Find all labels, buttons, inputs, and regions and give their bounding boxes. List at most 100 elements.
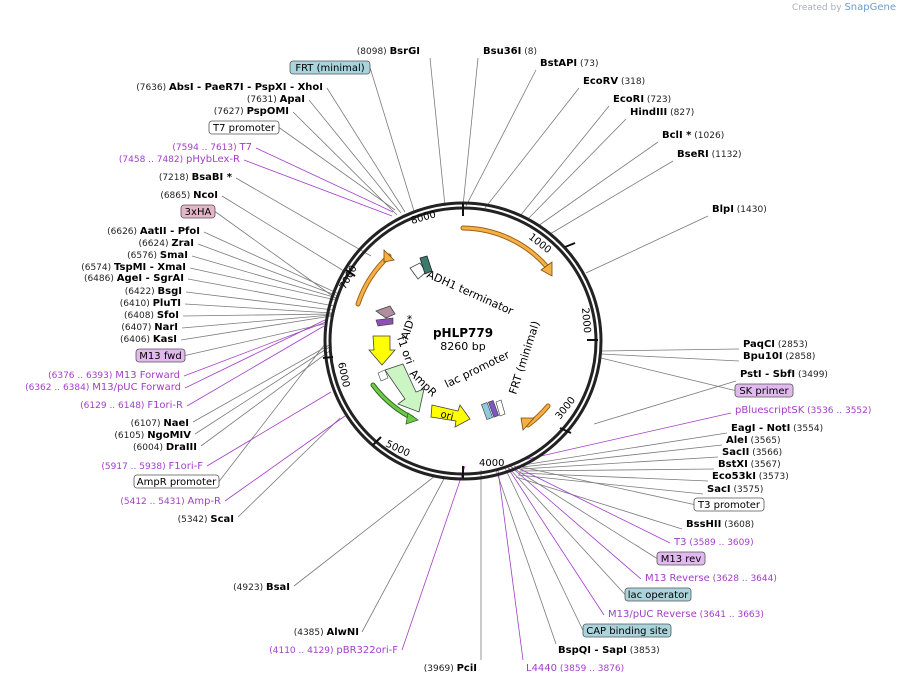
- primer-leader-ampr: [224, 415, 346, 502]
- leader-lines: [180, 57, 740, 661]
- primer-label-f1orir: (6129 .. 6148) F1ori-R: [80, 400, 183, 411]
- feature-box-label-m13revbox: M13 rev: [661, 554, 702, 565]
- site-label-apai: (7631) ApaI: [247, 94, 305, 105]
- primer-label-t3: T3 (3589 .. 3609): [673, 537, 754, 548]
- leader-alei: [521, 444, 723, 468]
- feature-box-t7prom: [208, 120, 280, 135]
- site-label-sacii: SacII (3566): [722, 447, 782, 458]
- leader-smai: [191, 255, 338, 299]
- leader-blpi: [585, 215, 709, 274]
- feature-adh1: [409, 255, 433, 280]
- site-label-drai: (6004) DraIII: [133, 442, 197, 453]
- leader-agei: [187, 278, 335, 307]
- leader-scai: [237, 417, 341, 518]
- site-label-agei: (6486) AgeI - SgrAI: [84, 273, 184, 284]
- tick-6000: 6000: [335, 361, 351, 388]
- primer-leader-f1orir: [186, 325, 325, 407]
- leader-absi: [326, 87, 406, 213]
- site-label-smai: (6576) SmaI: [127, 250, 188, 261]
- leader-bsabi: [235, 177, 372, 257]
- leader-tspmi: [189, 267, 337, 301]
- box-leader-m13fwd: [184, 323, 325, 356]
- site-label-blpi: BlpI (1430): [712, 204, 767, 215]
- primer-leader-pbluesk: [518, 412, 732, 462]
- primer-label-ampr: (5412 .. 5431) Amp-R: [120, 496, 221, 507]
- box-leader-frtmin: [369, 67, 415, 212]
- label-adh1: ADH1 terminator: [425, 268, 516, 318]
- site-label-bsai: (4923) BsaI: [233, 582, 290, 593]
- arrowhead-3000: [520, 417, 535, 431]
- feature-box-label-ha3: 3xHA: [185, 207, 212, 218]
- leader-ecorv: [484, 87, 580, 209]
- leader-aatii: [203, 231, 340, 295]
- box-leader-cap: [504, 467, 584, 631]
- leader-paqci: [600, 348, 740, 352]
- feature-ori: [430, 404, 471, 428]
- leader-bsu36i: [462, 57, 479, 207]
- feature-box-label-m13fwd: M13 fwd: [139, 351, 181, 362]
- leader-eagi: [522, 432, 728, 466]
- site-label-ngomiv: (6105) NgoMIV: [114, 430, 191, 441]
- site-label-naei: (6107) NaeI: [131, 418, 189, 429]
- label-f1ori: f1 ori: [394, 335, 416, 366]
- feature-box-label-frtmin: FRT (minimal): [295, 63, 364, 74]
- box-leader-amprprom: [218, 343, 326, 482]
- primer-leader-pbr322: [401, 465, 466, 651]
- feature-box-label-cap: CAP binding site: [586, 626, 668, 637]
- leader-pspomi: [292, 111, 398, 216]
- site-label-aatii: (6626) AatII - PfoI: [107, 226, 200, 237]
- tick-marks: [322, 203, 598, 478]
- primer-leader-phyblex: [243, 159, 393, 217]
- primer-label-pbr322: (4110 .. 4129) pBR322ori-F: [269, 645, 398, 656]
- box-leader-lacop: [508, 467, 626, 595]
- site-label-scai: (5342) ScaI: [178, 514, 234, 525]
- site-label-nari: (6407) NarI: [121, 322, 178, 333]
- leader-bsgi: [185, 291, 334, 311]
- arrowhead-7000: [383, 249, 395, 263]
- feature-aid: [375, 305, 396, 327]
- leader-alwni: [361, 476, 446, 633]
- leader-bsrgi: [429, 57, 446, 207]
- leader-nari: [181, 314, 332, 329]
- site-label-pspomi: (7627) PspOMI: [214, 106, 289, 117]
- site-label-sfoi: (6408) SfoI: [124, 310, 179, 321]
- feature-box-m13revbox: [656, 551, 706, 566]
- leader-bpu10i: [600, 353, 740, 362]
- leader-bstxi: [519, 468, 715, 472]
- box-leader-skprimer: [600, 357, 736, 391]
- feature-ampr: [377, 363, 425, 413]
- feature-box-skprimer: [734, 383, 794, 398]
- feature-box-cap: [582, 623, 672, 638]
- primer-label-pbluesk: pBluescriptSK (3536 .. 3552): [735, 405, 871, 416]
- box-leader-t3prom: [516, 465, 695, 505]
- site-label-bsshii: BssHII (3608): [686, 519, 754, 530]
- feature-box-lacop: [624, 587, 692, 602]
- feature-box-frtmin: [289, 60, 371, 75]
- leader-ncoi: [221, 195, 353, 277]
- primer-label-l4440: L4440 (3859 .. 3876): [526, 663, 624, 674]
- snapgene-watermark: Created by SnapGene: [792, 2, 896, 13]
- leader-psti: [593, 380, 737, 425]
- leader-ngomiv: [194, 345, 332, 435]
- box-leader-ha3: [214, 211, 339, 301]
- leader-pluti: [184, 303, 333, 314]
- leader-bstapi: [465, 69, 537, 207]
- leader-ecori: [519, 105, 610, 217]
- site-label-alei: AleI (3565): [726, 435, 780, 446]
- site-label-hindiii: HindIII (827): [630, 107, 694, 118]
- leader-kasi: [180, 315, 332, 341]
- site-label-bseri: BseRI (1132): [677, 149, 742, 160]
- label-ori: ori: [439, 409, 454, 423]
- site-label-alwni: (4385) AlwNI: [294, 627, 359, 638]
- site-label-bcli: BclI * (1026): [662, 130, 724, 141]
- primer-leader-m13pucrev: [507, 467, 605, 616]
- feature-f1ori: [368, 335, 396, 366]
- site-label-bpu10i: Bpu10I (2858): [743, 351, 815, 362]
- site-label-bsu36i: Bsu36I (8): [483, 46, 537, 57]
- leader-drai: [200, 349, 332, 447]
- leader-bsshii: [515, 476, 683, 530]
- primer-leader-m13rev: [509, 465, 642, 580]
- box-leader-t7prom: [278, 127, 396, 211]
- site-label-bsabi: (7218) BsaBI *: [159, 172, 233, 183]
